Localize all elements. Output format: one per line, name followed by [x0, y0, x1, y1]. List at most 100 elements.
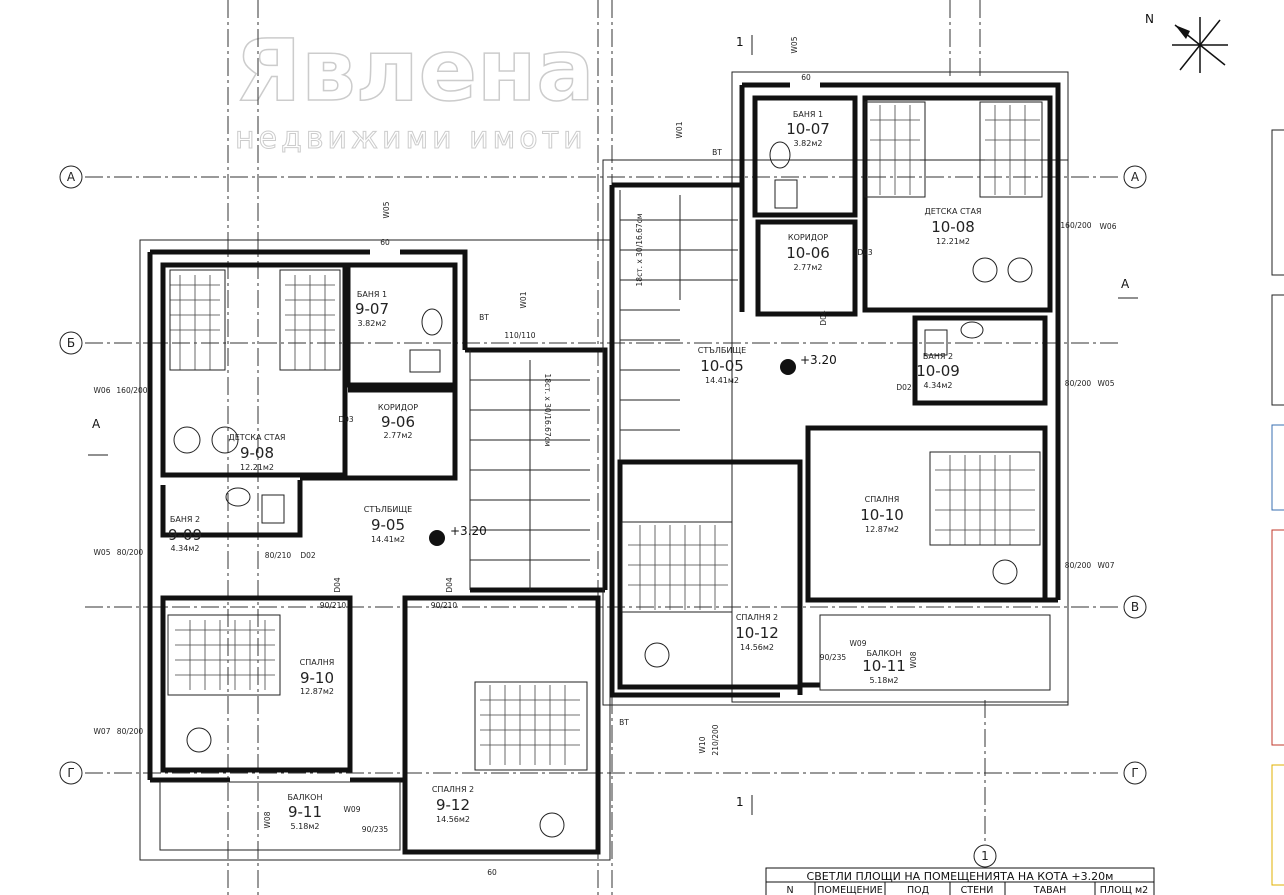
- svg-text:ПОД: ПОД: [907, 885, 929, 895]
- axis-bubble-g-right: Г: [1123, 761, 1147, 785]
- svg-text:90/235: 90/235: [820, 653, 847, 662]
- svg-text:БАНЯ 1: БАНЯ 1: [793, 110, 823, 119]
- svg-text:3.82м2: 3.82м2: [794, 139, 823, 148]
- svg-text:СПАЛНЯ: СПАЛНЯ: [300, 658, 335, 667]
- watermark-logo: Явлена недвижими имоти: [234, 20, 595, 156]
- svg-text:W07: W07: [1098, 561, 1115, 570]
- svg-text:W07: W07: [94, 727, 111, 736]
- svg-text:W06: W06: [1100, 222, 1117, 231]
- svg-text:+3.20: +3.20: [450, 524, 487, 538]
- svg-text:N: N: [1145, 12, 1154, 26]
- svg-text:СПАЛНЯ: СПАЛНЯ: [865, 495, 900, 504]
- svg-text:9-05: 9-05: [371, 516, 405, 534]
- level-mark-right: +3.20: [780, 353, 837, 375]
- svg-text:ПОМЕЩЕНИЕ: ПОМЕЩЕНИЕ: [817, 885, 882, 895]
- sheet-edge-fragments: [1271, 129, 1284, 886]
- svg-text:9-07: 9-07: [355, 300, 389, 318]
- svg-text:9-08: 9-08: [240, 444, 274, 462]
- svg-text:БАЛКОН: БАЛКОН: [288, 793, 323, 802]
- svg-text:БАНЯ 1: БАНЯ 1: [357, 290, 387, 299]
- stair-note-right: 18ст. х 30/16.67см: [635, 214, 644, 287]
- svg-text:W09: W09: [344, 805, 361, 814]
- dimension-labels: 60 60 60 160/200 160/200 80/200 80/200 8…: [116, 73, 1091, 877]
- svg-text:СТЪЛБИЩЕ: СТЪЛБИЩЕ: [698, 346, 746, 355]
- svg-text:4.34м2: 4.34м2: [924, 381, 953, 390]
- right-unit-walls: [602, 71, 1069, 706]
- svg-text:90/210: 90/210: [320, 601, 347, 610]
- svg-text:W05: W05: [382, 201, 391, 218]
- svg-text:W06: W06: [94, 386, 111, 395]
- svg-text:СТЪЛБИЩЕ: СТЪЛБИЩЕ: [364, 505, 412, 514]
- section-mark-a-right: A: [1121, 277, 1130, 291]
- svg-text:КОРИДОР: КОРИДОР: [788, 233, 828, 242]
- svg-text:10-11: 10-11: [862, 657, 906, 675]
- bt-label-left: ВТ: [479, 313, 489, 322]
- svg-text:W01: W01: [675, 121, 684, 138]
- door-window-tags: D02 D02 D03 D03 D04 D04 D04 W01 W01 W05 …: [94, 36, 1117, 828]
- svg-text:ДЕТСКА СТАЯ: ДЕТСКА СТАЯ: [229, 433, 286, 442]
- svg-text:2.77м2: 2.77м2: [384, 431, 413, 440]
- svg-text:60: 60: [487, 868, 497, 877]
- svg-text:14.41м2: 14.41м2: [705, 376, 739, 385]
- svg-text:12.21м2: 12.21м2: [936, 237, 970, 246]
- svg-text:80/200: 80/200: [117, 727, 144, 736]
- svg-text:12.21м2: 12.21м2: [240, 463, 274, 472]
- axis-bubble-a-right: A: [1123, 165, 1147, 189]
- svg-text:D04: D04: [333, 577, 342, 593]
- axis-bubble-b-left: Б: [59, 331, 83, 355]
- right-furniture: [619, 101, 1043, 668]
- area-table: СВЕТЛИ ПЛОЩИ НА ПОМЕЩЕНИЯТА НА КОТА +3.2…: [765, 867, 1155, 895]
- svg-text:СТЕНИ: СТЕНИ: [961, 885, 994, 895]
- svg-text:5.18м2: 5.18м2: [291, 822, 320, 831]
- section-mark-1-top: 1: [736, 35, 744, 49]
- room-9-07: БАНЯ 19-073.82м2: [355, 290, 389, 328]
- svg-text:W01: W01: [519, 291, 528, 308]
- svg-text:недвижими имоти: недвижими имоти: [235, 121, 587, 156]
- bt-label-right: ВТ: [712, 148, 722, 157]
- room-10-07: БАНЯ 110-073.82м2: [786, 110, 830, 148]
- svg-text:9-12: 9-12: [436, 796, 470, 814]
- svg-text:Явлена: Явлена: [235, 21, 594, 121]
- svg-text:D04: D04: [819, 310, 828, 326]
- svg-text:160/200: 160/200: [1060, 221, 1091, 230]
- svg-text:4.34м2: 4.34м2: [171, 544, 200, 553]
- svg-text:N: N: [786, 885, 793, 895]
- svg-text:9-10: 9-10: [300, 669, 334, 687]
- svg-text:D02: D02: [896, 383, 912, 392]
- svg-text:D03: D03: [857, 248, 873, 257]
- svg-text:9-09: 9-09: [168, 526, 202, 544]
- table-title: СВЕТЛИ ПЛОЩИ НА ПОМЕЩЕНИЯТА НА КОТА +3.2…: [807, 870, 1114, 883]
- svg-text:A: A: [1131, 170, 1140, 184]
- svg-text:210/200: 210/200: [711, 724, 720, 755]
- svg-text:2.77м2: 2.77м2: [794, 263, 823, 272]
- svg-text:90/210: 90/210: [431, 601, 458, 610]
- svg-text:ТАВАН: ТАВАН: [1033, 885, 1066, 895]
- svg-text:80/200: 80/200: [1065, 561, 1092, 570]
- svg-text:1: 1: [981, 849, 989, 863]
- svg-text:D02: D02: [300, 551, 316, 560]
- stair-note-left: 18ст. х 30/16.67см: [543, 374, 552, 447]
- north-arrow-icon: N: [1145, 12, 1228, 73]
- svg-text:9-11: 9-11: [288, 803, 322, 821]
- svg-text:БАЛКОН: БАЛКОН: [867, 649, 902, 658]
- svg-text:W05: W05: [790, 36, 799, 53]
- svg-text:5.18м2: 5.18м2: [870, 676, 899, 685]
- svg-text:14.41м2: 14.41м2: [371, 535, 405, 544]
- axis-bubble-g-left: Г: [59, 761, 83, 785]
- svg-text:12.87м2: 12.87м2: [865, 525, 899, 534]
- section-mark-1-bottom: 1: [736, 795, 744, 809]
- svg-text:60: 60: [801, 73, 811, 82]
- svg-text:W05: W05: [1098, 379, 1115, 388]
- svg-text:60: 60: [380, 238, 390, 247]
- svg-text:10-10: 10-10: [860, 506, 904, 524]
- svg-text:14.56м2: 14.56м2: [436, 815, 470, 824]
- svg-text:9-06: 9-06: [381, 413, 415, 431]
- svg-text:90/235: 90/235: [362, 825, 389, 834]
